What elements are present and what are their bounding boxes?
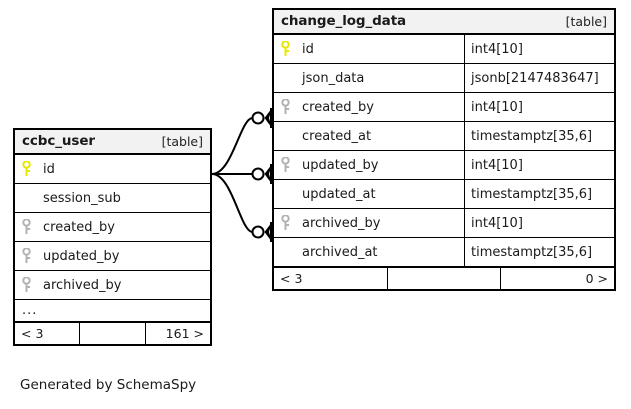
optional-marker-archived-by — [251, 225, 265, 239]
crowsfoot-created-by — [264, 108, 272, 128]
column-cell-name: json_data — [274, 64, 464, 92]
foreign-key-icon — [22, 248, 43, 264]
table-row[interactable]: json_data jsonb[2147483647] — [274, 64, 614, 93]
entity-kind-change-log-data: [table] — [565, 13, 607, 29]
crowsfoot-archived-by — [264, 222, 272, 242]
column-name-label: session_sub — [43, 190, 121, 206]
column-cell-name: session_sub — [15, 184, 210, 212]
primary-key-icon — [22, 161, 43, 177]
table-row[interactable]: archived_by — [15, 271, 210, 300]
column-cell-name: updated_by — [15, 242, 210, 270]
primary-key-icon — [281, 41, 302, 57]
table-row[interactable]: created_by int4[10] — [274, 93, 614, 122]
incoming-relationship-count[interactable]: < 3 — [280, 271, 303, 286]
relationship-line-created-by — [211, 117, 253, 175]
column-type-label: int4[10] — [464, 35, 614, 63]
column-cell-name: id — [274, 35, 464, 63]
table-row[interactable]: id — [15, 155, 210, 184]
more-columns-indicator: ... — [15, 300, 210, 322]
column-cell-name: id — [15, 155, 210, 183]
foreign-key-icon — [22, 277, 43, 293]
entity-change-log-data[interactable]: change_log_data [table] id int4[10] json… — [272, 8, 616, 291]
column-cell-name: updated_at — [274, 180, 464, 208]
column-type-label: timestamptz[35,6] — [464, 122, 614, 150]
table-row[interactable]: updated_at timestamptz[35,6] — [274, 180, 614, 209]
column-cell-name: updated_by — [274, 151, 464, 179]
outgoing-relationship-count[interactable]: 0 > — [500, 268, 614, 289]
entity-header-ccbc-user: ccbc_user [table] — [15, 130, 210, 155]
table-row[interactable]: updated_by — [15, 242, 210, 271]
optional-marker-created-by — [251, 111, 265, 125]
entity-title-ccbc-user: ccbc_user — [22, 133, 95, 149]
footer-middle-cell — [79, 323, 144, 344]
entity-footer-change-log-data: < 3 0 > — [274, 267, 614, 289]
table-row[interactable]: session_sub — [15, 184, 210, 213]
column-cell-name: created_by — [274, 93, 464, 121]
column-name-label: id — [43, 161, 55, 177]
column-name-label: updated_at — [302, 186, 376, 202]
table-row[interactable]: archived_by int4[10] — [274, 209, 614, 238]
column-type-label: timestamptz[35,6] — [464, 238, 614, 266]
column-name-label: archived_by — [302, 215, 381, 231]
column-name-label: updated_by — [302, 157, 379, 173]
foreign-key-icon — [281, 157, 302, 173]
column-cell-name: created_by — [15, 213, 210, 241]
column-name-label: created_at — [302, 128, 372, 144]
entity-footer-ccbc-user: < 3 161 > — [15, 322, 210, 344]
crowsfoot-updated-by — [264, 164, 272, 184]
foreign-key-icon — [281, 215, 302, 231]
entity-title-change-log-data: change_log_data — [281, 13, 407, 29]
diagram-caption: Generated by SchemaSpy — [20, 377, 197, 393]
table-row[interactable]: id int4[10] — [274, 35, 614, 64]
table-row[interactable]: archived_at timestamptz[35,6] — [274, 238, 614, 267]
column-name-label: id — [302, 41, 314, 57]
foreign-key-icon — [22, 219, 43, 235]
column-cell-name: archived_by — [274, 209, 464, 237]
optional-marker-updated-by — [251, 167, 265, 181]
relationship-line-archived-by — [211, 173, 253, 233]
column-name-label: updated_by — [43, 248, 120, 264]
table-row[interactable]: updated_by int4[10] — [274, 151, 614, 180]
column-type-label: int4[10] — [464, 209, 614, 237]
entity-kind-ccbc-user: [table] — [161, 133, 203, 149]
column-cell-name: archived_at — [274, 238, 464, 266]
table-row[interactable]: created_by — [15, 213, 210, 242]
column-name-label: json_data — [302, 70, 365, 86]
column-name-label: archived_at — [302, 244, 378, 260]
column-name-label: created_by — [302, 99, 374, 115]
column-type-label: int4[10] — [464, 151, 614, 179]
table-row[interactable]: created_at timestamptz[35,6] — [274, 122, 614, 151]
outgoing-relationship-count[interactable]: 161 > — [144, 323, 210, 344]
entity-header-change-log-data: change_log_data [table] — [274, 10, 614, 35]
column-name-label: created_by — [43, 219, 115, 235]
column-cell-name: archived_by — [15, 271, 210, 299]
foreign-key-icon — [281, 99, 302, 115]
column-type-label: jsonb[2147483647] — [464, 64, 614, 92]
column-name-label: archived_by — [43, 277, 122, 293]
column-cell-name: created_at — [274, 122, 464, 150]
column-type-label: int4[10] — [464, 93, 614, 121]
entity-ccbc-user[interactable]: ccbc_user [table] id session_sub — [13, 128, 212, 346]
column-type-label: timestamptz[35,6] — [464, 180, 614, 208]
incoming-relationship-count[interactable]: < 3 — [21, 326, 44, 341]
footer-middle-cell — [386, 268, 501, 289]
